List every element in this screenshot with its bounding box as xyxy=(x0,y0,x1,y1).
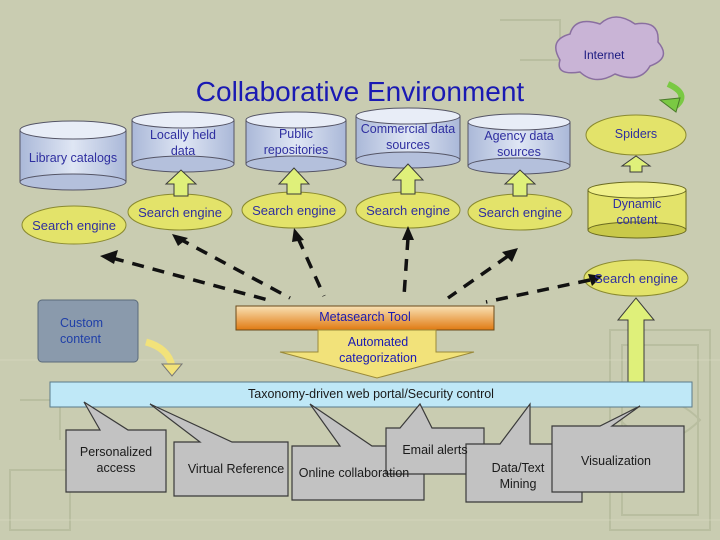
portal-bar xyxy=(49,381,693,408)
search-engine-label-5: Search engine xyxy=(478,204,562,220)
custom-content-box xyxy=(37,299,139,363)
dynamic-content-label: Dynamic content xyxy=(612,197,662,227)
metasearch-tool-label: Metasearch Tool xyxy=(319,310,411,325)
spiders-oval xyxy=(585,114,687,156)
agency-data-cylinder xyxy=(467,113,571,175)
up-arrows xyxy=(164,155,656,383)
search-engine-label-3: Search engine xyxy=(252,202,336,218)
page-title: Collaborative Environment xyxy=(195,76,525,107)
search-engine-oval-1 xyxy=(21,205,127,245)
portal-label: Taxonomy-driven web portal/Security cont… xyxy=(248,386,494,401)
internet-label: Internet xyxy=(583,48,625,62)
curved-arrow-icon xyxy=(144,338,176,367)
internet-cloud xyxy=(555,16,665,81)
callouts xyxy=(65,401,685,503)
virtual-reference-label: Virtual Reference xyxy=(187,462,285,477)
categorization-arrow xyxy=(279,329,475,379)
agency-data-label: Agency data sources xyxy=(484,129,554,159)
spiders-label: Spiders xyxy=(614,127,658,142)
data-text-mining-label: Data/Text Mining xyxy=(491,461,545,491)
refresh-arrow-icon xyxy=(658,81,685,113)
search-engine-label-6: Search engine xyxy=(594,270,678,286)
search-engine-oval-6 xyxy=(583,259,689,297)
personalized-access-label: Personalized access xyxy=(79,445,153,475)
online-collaboration-label: Online collaboration xyxy=(298,466,410,481)
library-catalogs-label: Library catalogs xyxy=(28,151,118,166)
visualization-label: Visualization xyxy=(581,454,651,469)
custom-content-label: Custom content xyxy=(60,316,104,346)
dashed-arrowheads xyxy=(100,226,602,286)
locally-held-label: Locally held data xyxy=(149,128,216,158)
dashed-arrows xyxy=(111,236,591,304)
search-engine-label-4: Search engine xyxy=(366,202,450,218)
search-engine-label-1: Search engine xyxy=(32,217,116,233)
commercial-data-label: Commercial data sources xyxy=(360,122,456,152)
metasearch-tool-bar xyxy=(235,305,495,331)
dynamic-content-cylinder xyxy=(587,181,687,239)
search-engine-label-2: Search engine xyxy=(138,204,222,220)
public-repositories-label: Public repositories xyxy=(263,127,329,157)
public-repositories-cylinder xyxy=(245,111,347,173)
commercial-data-cylinder xyxy=(355,107,461,169)
library-catalogs-cylinder xyxy=(19,120,127,191)
locally-held-cylinder xyxy=(131,111,235,173)
automated-categorization-label: Automated categorization xyxy=(339,335,417,365)
email-alerts-label: Email alerts xyxy=(402,443,468,458)
